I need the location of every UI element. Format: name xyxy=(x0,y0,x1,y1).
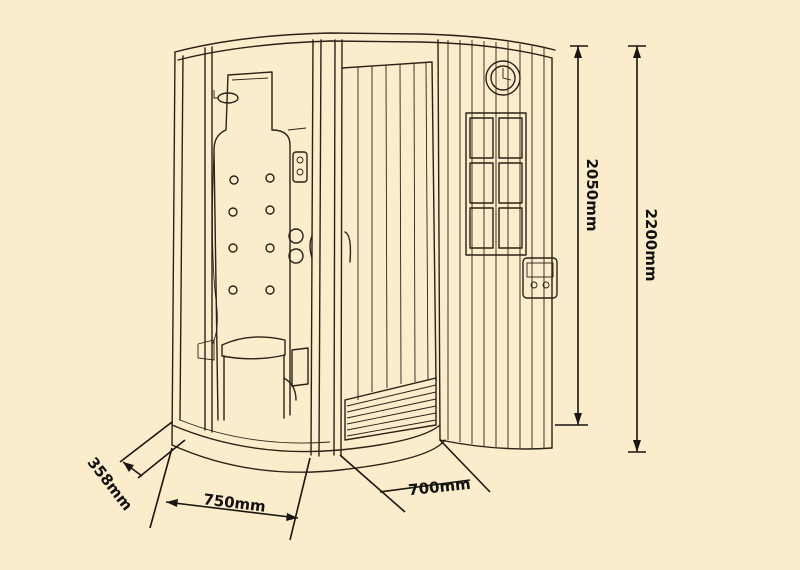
dimension-2050: 2050mm xyxy=(555,45,601,426)
dimension-700: 700mm xyxy=(339,439,491,513)
door-handle-icon xyxy=(344,231,352,263)
clock-icon xyxy=(485,60,521,96)
width-sauna-label: 700mm xyxy=(407,475,471,499)
window xyxy=(465,112,527,256)
dimension-358: 358mm xyxy=(84,421,186,514)
width-front-label: 750mm xyxy=(202,490,266,515)
dimension-750: 750mm xyxy=(149,447,311,541)
height-total-label: 2200mm xyxy=(642,208,660,281)
dimension-2200: 2200mm xyxy=(628,45,660,453)
height-cabin-label: 2050mm xyxy=(583,158,601,231)
control-panel-icon xyxy=(522,257,558,299)
sauna-cabin xyxy=(341,39,558,450)
shower-cabin xyxy=(171,32,556,473)
massage-jets xyxy=(228,173,275,295)
shower-head-icon xyxy=(217,92,239,104)
depth-label: 358mm xyxy=(84,454,137,514)
mixer-controls xyxy=(287,127,308,264)
